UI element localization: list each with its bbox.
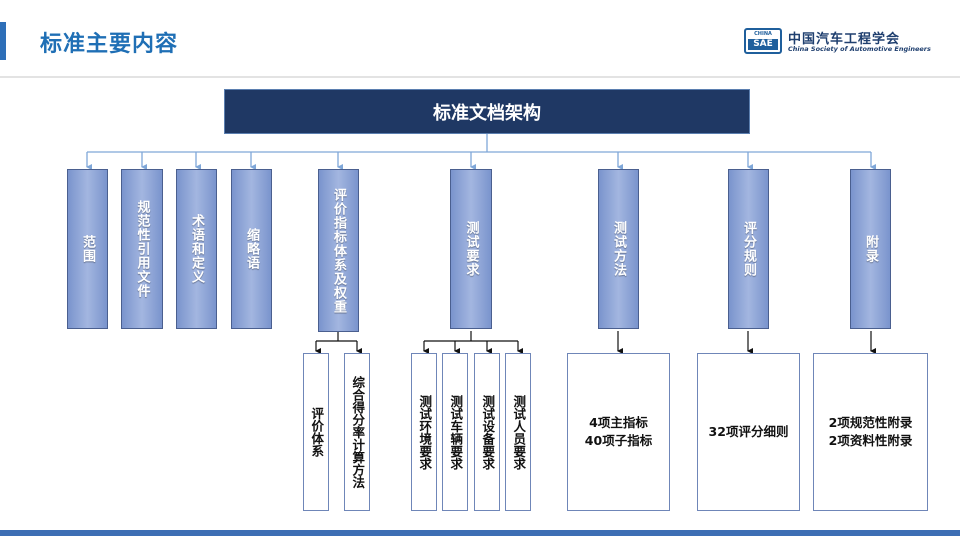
section-node-scoring-rules: 评分规则	[728, 169, 769, 329]
section-label: 规范性引用文件	[134, 200, 150, 298]
badge-big-text: SAE	[748, 39, 778, 50]
leaf-line: 2项规范性附录	[828, 414, 913, 430]
header-divider	[0, 76, 960, 78]
leaf-test-environment: 测试环境要求	[411, 353, 437, 511]
logo-name-en: China Society of Automotive Engineers	[788, 45, 931, 53]
footer-bar	[0, 530, 960, 536]
title-accent-bar	[0, 22, 6, 60]
section-node-scope: 范围	[67, 169, 108, 329]
leaf-test-method-indicators: 4项主指标 40项子指标	[567, 353, 670, 511]
leaf-label: 综合得分率计算方法	[350, 375, 366, 489]
leaf-line: 4项主指标	[589, 414, 648, 430]
leaf-label: 测试车辆要求	[448, 394, 464, 470]
leaf-label: 测试环境要求	[417, 394, 433, 470]
leaf-label: 测试设备要求	[480, 394, 496, 470]
leaf-test-personnel: 测试人员要求	[505, 353, 531, 511]
leaf-scoring-details: 32项评分细则	[697, 353, 800, 511]
section-node-test-methods: 测试方法	[598, 169, 639, 329]
leaf-evaluation-system: 评价体系	[303, 353, 329, 511]
section-label: 附录	[863, 235, 878, 263]
csae-logo: CHINA SAE 中国汽车工程学会 China Society of Auto…	[744, 28, 944, 54]
badge-small-text: CHINA	[754, 31, 772, 37]
leaf-line: 32项评分细则	[708, 423, 789, 439]
logo-name-cn: 中国汽车工程学会	[788, 32, 901, 47]
leaf-label: 评价体系	[309, 407, 325, 457]
page-title: 标准主要内容	[40, 32, 179, 57]
section-node-evaluation-system: 评价指标体系及权重	[318, 169, 359, 332]
leaf-test-vehicle: 测试车辆要求	[442, 353, 468, 511]
section-label: 范围	[80, 235, 95, 263]
section-label: 缩略语	[244, 228, 259, 270]
section-label: 术语和定义	[189, 214, 204, 284]
section-node-terms-definitions: 术语和定义	[176, 169, 217, 329]
section-node-normative-references: 规范性引用文件	[121, 169, 163, 329]
root-node: 标准文档架构	[224, 89, 750, 134]
section-node-abbreviations: 缩略语	[231, 169, 272, 329]
leaf-label: 测试人员要求	[511, 394, 527, 470]
leaf-test-equipment: 测试设备要求	[474, 353, 500, 511]
section-node-test-requirements: 测试要求	[450, 169, 492, 329]
section-label: 测试方法	[611, 221, 626, 277]
section-label: 测试要求	[463, 221, 479, 277]
section-label: 评价指标体系及权重	[331, 187, 346, 314]
leaf-score-rate-method: 综合得分率计算方法	[344, 353, 370, 511]
leaf-line: 2项资料性附录	[828, 433, 913, 448]
leaf-line: 40项子指标	[584, 433, 653, 448]
section-node-appendix: 附录	[850, 169, 891, 329]
section-label: 评分规则	[741, 221, 756, 277]
csae-badge-icon: CHINA SAE	[744, 28, 782, 54]
leaf-appendices: 2项规范性附录 2项资料性附录	[813, 353, 928, 511]
